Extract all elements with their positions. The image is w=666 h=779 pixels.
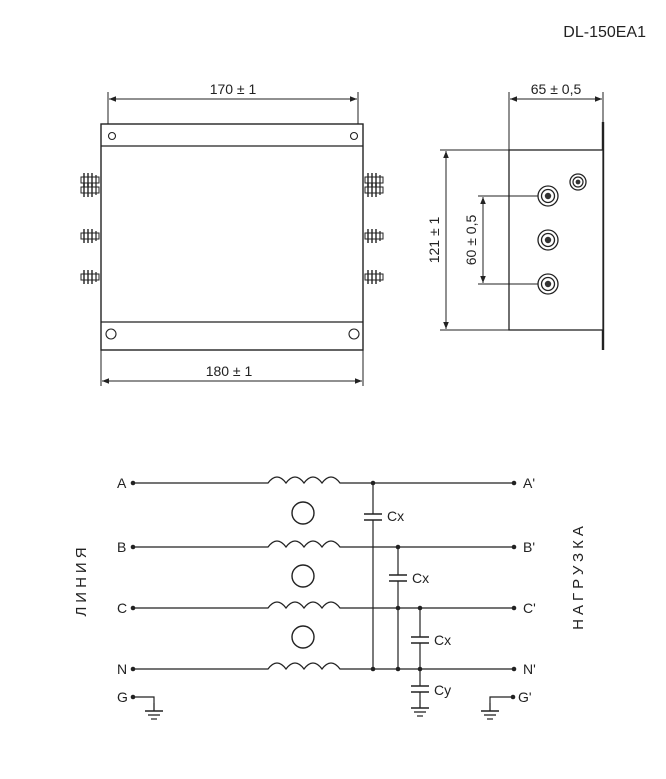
input-label-c: C: [117, 600, 127, 616]
output-label-g: G': [518, 689, 532, 705]
ground-wire-input: [133, 696, 155, 703]
choke-core: [291, 564, 315, 588]
ground-icon: [410, 699, 430, 717]
terminal-bolt: [364, 269, 384, 285]
input-label-b: B: [117, 539, 126, 555]
choke-core: [291, 501, 315, 525]
capacitor-cx-2: [389, 547, 407, 669]
terminal-bolt: [80, 269, 100, 285]
terminal-stud: [537, 273, 559, 295]
input-label-n: N: [117, 661, 127, 677]
terminal-stud: [537, 229, 559, 251]
line-c-choke: [133, 601, 514, 610]
terminal-bolt: [364, 228, 384, 244]
line-n-choke: [133, 662, 514, 671]
phase-wiring: [133, 476, 514, 671]
choke-core: [291, 625, 315, 649]
side-view: 65 ± 0,5 121 ± 1 60 ± 0,5: [426, 81, 605, 350]
load-side-label: НАГРУЗКА: [570, 522, 587, 630]
ground-icon: [480, 702, 500, 720]
dim-pitch: 60 ± 0,5: [463, 215, 479, 266]
front-view: 170 ± 1 180 ± 1: [80, 81, 384, 386]
terminal-bolt: [80, 228, 100, 244]
dim-top-width: 170 ± 1: [210, 81, 257, 97]
dim-bottom-width: 180 ± 1: [206, 363, 253, 379]
ground-stud: [569, 173, 587, 191]
line-b-choke: [133, 540, 514, 549]
mounting-hole: [107, 131, 117, 141]
dim-height: 121 ± 1: [426, 216, 442, 263]
ground-wire-output: [489, 696, 513, 703]
terminal-dots: [130, 480, 517, 672]
model-label: DL-150EA1: [563, 24, 646, 41]
dim-side-depth: 65 ± 0,5: [531, 81, 582, 97]
left-terminals: [80, 172, 100, 285]
line-a-choke: [133, 476, 514, 485]
cap-label-cy: Cy: [434, 682, 451, 698]
cap-label-cx-3: Cx: [434, 632, 451, 648]
cap-label-cx-2: Cx: [412, 570, 429, 586]
mounting-hole: [105, 328, 117, 340]
terminal-stud: [537, 185, 559, 207]
input-label-g: G: [117, 689, 128, 705]
terminal-bolt: [80, 182, 100, 198]
capacitor-cx-1: [364, 483, 382, 669]
right-terminals: [364, 172, 384, 285]
capacitor-cy: [411, 669, 429, 700]
output-label-c: C': [523, 600, 536, 616]
ground-icon: [144, 702, 164, 720]
output-label-b: B': [523, 539, 535, 555]
input-label-a: A: [117, 475, 127, 491]
choke-cores: [291, 501, 315, 649]
cap-label-cx-1: Cx: [387, 508, 404, 524]
output-label-a: A': [523, 475, 535, 491]
mounting-plate: [100, 123, 364, 351]
output-label-n: N': [523, 661, 536, 677]
line-side-label: ЛИНИЯ: [73, 543, 90, 616]
mounting-hole: [348, 328, 360, 340]
terminal-bolt: [364, 182, 384, 198]
capacitor-cx-3: [411, 608, 429, 669]
mounting-hole: [349, 131, 359, 141]
schematic: ЛИНИЯ НАГРУЗКА A B C N G A' B' C' N' G': [73, 475, 587, 720]
